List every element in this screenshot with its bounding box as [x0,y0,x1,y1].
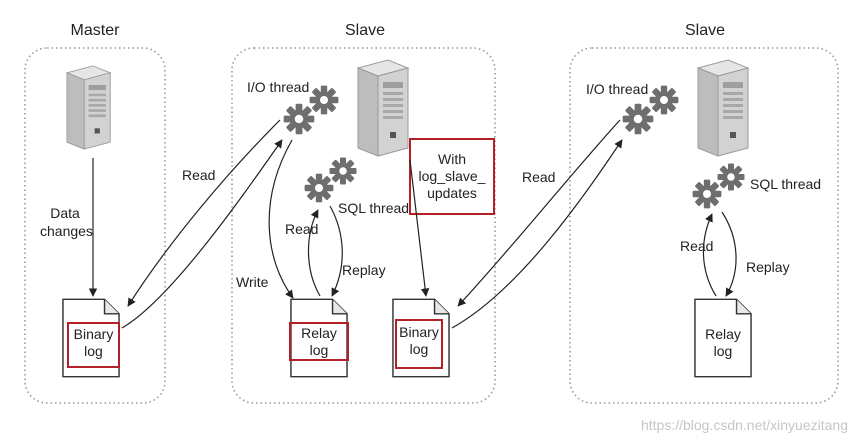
slave1-read-back-arrow [127,119,281,307]
slave2-sql-gear-icon-2 [717,163,745,191]
slave1-binary-log-highlight [395,319,443,369]
master-title: Master [70,22,120,39]
slave1-io-gear-icon [283,103,315,135]
slave1-sql-gear-icon-2 [329,157,357,185]
slave2-read-back-arrow [457,119,621,307]
master-binary-log-highlight [67,322,120,368]
slave2-io-thread-label: I/O thread [586,81,649,97]
slave1-replay-arrow [329,205,343,297]
slave1-relay-log-label: Relay log [301,325,337,358]
slave1-sql-thread-label: SQL thread [338,200,410,216]
slave2-replay-label: Replay [746,259,790,275]
master-binary-log-label: Binary log [73,326,114,359]
slave1-read-master-label: Read [182,167,216,183]
slave1-to-binary-log-arrow [409,159,430,297]
slave2-sql-thread-label: SQL thread [750,176,822,192]
slave1-read-relay-arrow [307,209,321,297]
slave1-write-arrow [268,139,294,299]
master-box [24,47,166,404]
watermark: https://blog.csdn.net/xinyuezitang [640,417,848,433]
data-changes-label: Data changes [40,205,93,239]
slave2-read-slave-label: Read [522,169,556,185]
slave2-read-relay-label: Read [680,238,714,254]
slave1-write-label: Write [236,274,269,290]
slave1-read-arrow [121,139,283,329]
slave1-relay-log-highlight [289,322,349,361]
log-slave-updates-note: With log_slave_ updates [418,151,486,201]
slave2-replay-arrow [721,211,737,297]
slave2-relay-log-label: Relay log [705,326,741,359]
slave1-io-thread-label: I/O thread [247,79,310,95]
slave1-sql-gear-icon [304,173,334,203]
slave2-io-gear-icon [622,103,654,135]
master-server-icon [66,65,111,150]
slave2-io-gear-icon-2 [649,85,679,115]
slave1-read-relay-label: Read [285,221,319,237]
slave1-box [231,47,496,404]
slave1-replay-label: Replay [342,262,386,278]
slave1-io-gear-icon-2 [309,85,339,115]
slave1-title: Slave [344,22,386,39]
slave2-box [569,47,839,404]
slave2-server-icon [697,59,749,157]
slave1-server-icon [357,59,409,157]
slave1-binary-log-label: Binary log [399,324,439,357]
log-slave-updates-highlight [409,138,495,215]
slave2-read-arrow [451,139,623,329]
slave2-read-relay-arrow [702,213,717,297]
slave2-sql-gear-icon [692,179,722,209]
slave2-title: Slave [684,22,726,39]
